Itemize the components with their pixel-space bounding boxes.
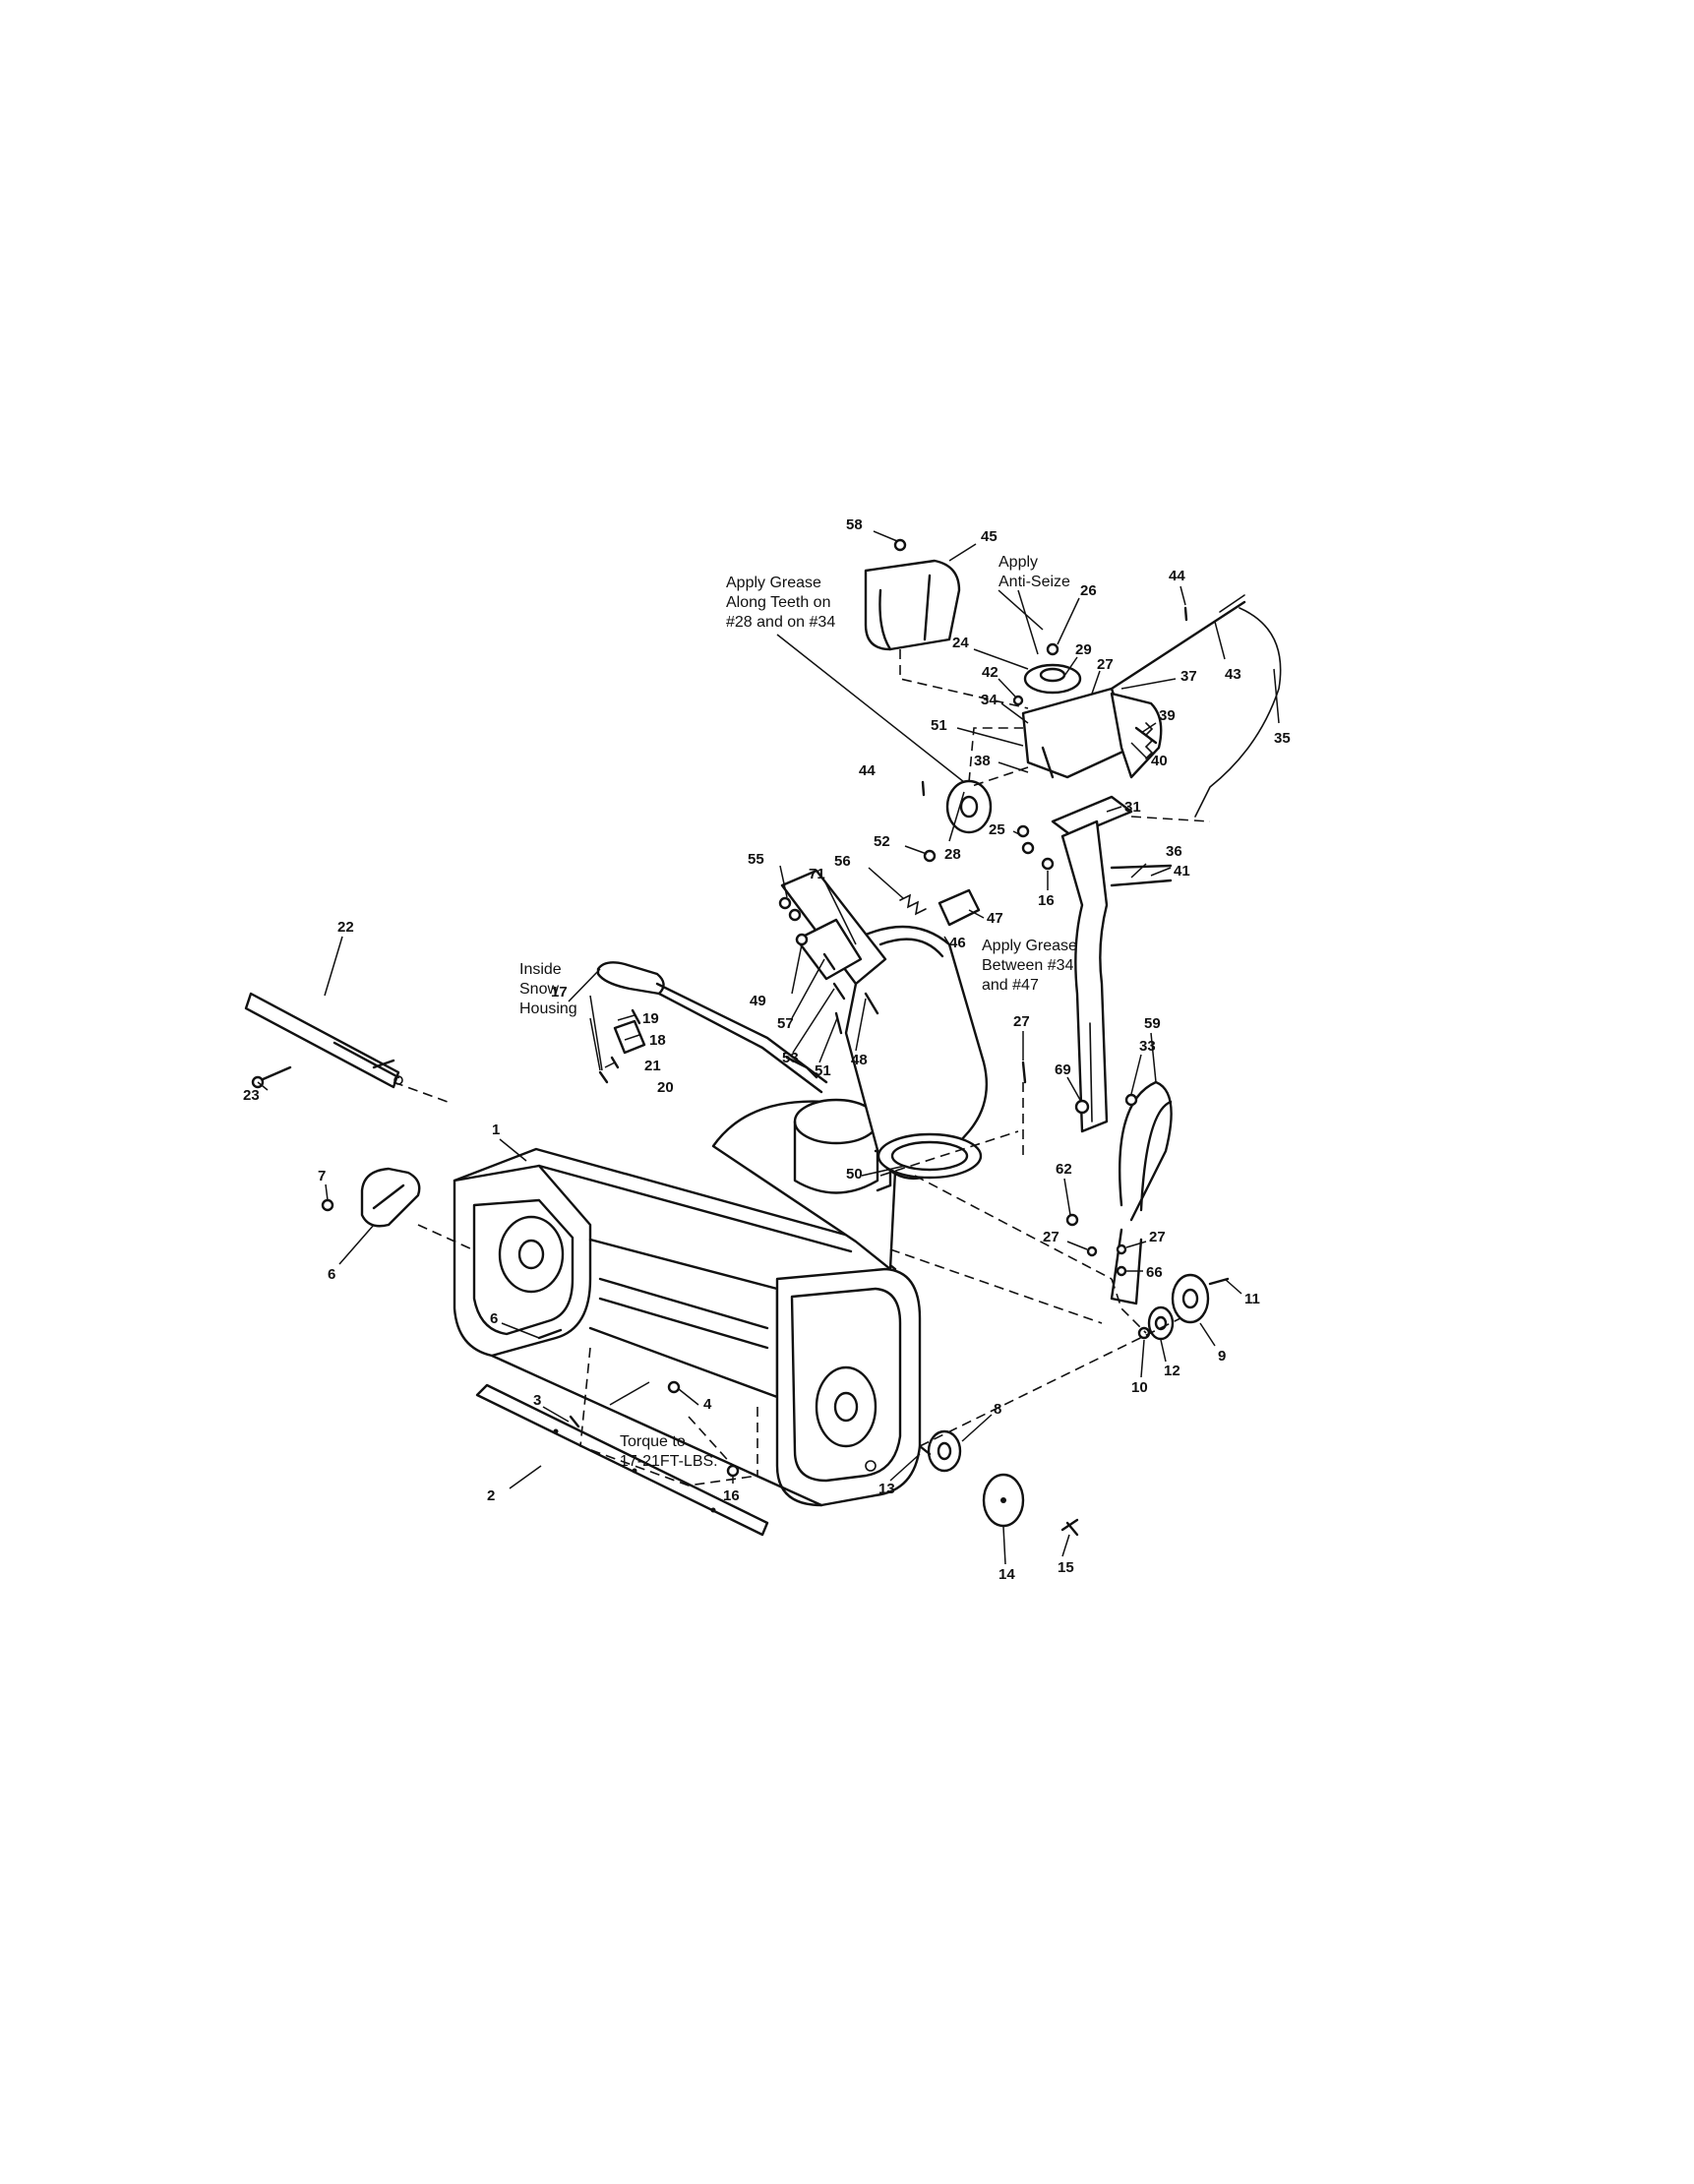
callout-27d: 27 (1149, 1229, 1166, 1245)
callout-38: 38 (974, 753, 991, 769)
callout-28: 28 (944, 846, 961, 863)
callout-25: 25 (989, 821, 1005, 838)
chute-crank (596, 961, 828, 1094)
callout-9: 9 (1218, 1348, 1226, 1365)
callout-34: 34 (981, 692, 998, 708)
callout-42: 42 (982, 664, 998, 681)
callout-51b: 51 (815, 1062, 831, 1079)
callout-20: 20 (657, 1079, 674, 1096)
callout-3: 3 (533, 1392, 541, 1409)
callout-12: 12 (1164, 1363, 1180, 1379)
hardware (251, 538, 1230, 1537)
callout-16: 16 (1038, 892, 1055, 909)
callout-27c: 27 (1043, 1229, 1059, 1245)
callout-39: 39 (1159, 707, 1176, 724)
callout-50: 50 (846, 1166, 863, 1183)
shave-plate (475, 1383, 769, 1537)
callout-4: 4 (703, 1396, 712, 1413)
discharge-chute (844, 559, 988, 1181)
shave-plate-rod (244, 992, 403, 1089)
callout-27b: 27 (1013, 1013, 1030, 1030)
callout-48: 48 (851, 1052, 868, 1068)
end-bearing (927, 1429, 1079, 1532)
note-torque: Torque to 17-21FT-LBS. (620, 1433, 718, 1470)
callout-14: 14 (998, 1566, 1015, 1583)
callout-16b: 16 (723, 1487, 740, 1504)
leader-lines (257, 530, 1280, 1565)
impeller-housing (711, 1098, 897, 1271)
assembly-lines (393, 649, 1211, 1486)
callout-8: 8 (994, 1401, 1001, 1418)
callout-45: 45 (981, 528, 998, 545)
crank-support-bracket (1060, 819, 1109, 1133)
callout-62: 62 (1056, 1161, 1072, 1178)
callout-37: 37 (1180, 668, 1197, 685)
callout-43: 43 (1225, 666, 1241, 683)
callout-66: 66 (1146, 1264, 1163, 1281)
callout-17: 17 (551, 984, 568, 1001)
callout-15: 15 (1058, 1559, 1074, 1576)
callout-36: 36 (1166, 843, 1182, 860)
bearing-flange (1147, 1273, 1210, 1341)
callout-59: 59 (1144, 1015, 1161, 1032)
callout-29: 29 (1075, 641, 1092, 658)
callout-6b: 6 (490, 1310, 498, 1327)
callout-27: 27 (1097, 656, 1114, 673)
callout-10: 10 (1131, 1379, 1148, 1396)
note-grease-between: Apply Grease Between #34 and #47 (982, 938, 1081, 994)
callout-numbers: 58 45 44 26 24 29 27 37 43 42 34 51 39 3… (243, 516, 1291, 1583)
callout-49: 49 (750, 993, 766, 1009)
callout-41: 41 (1174, 863, 1190, 880)
callout-7: 7 (318, 1168, 326, 1184)
callout-52: 52 (874, 833, 890, 850)
skid-shoe (360, 1167, 421, 1228)
callout-2: 2 (487, 1487, 495, 1504)
chute-control-assembly (945, 594, 1282, 887)
callout-1: 1 (492, 1122, 500, 1138)
callout-33: 33 (1139, 1038, 1156, 1055)
callout-40: 40 (1151, 753, 1168, 769)
annotation-notes: Apply Grease Along Teeth on #28 and on #… (519, 554, 1081, 1470)
callout-56: 56 (834, 853, 851, 870)
callout-69: 69 (1055, 1062, 1071, 1078)
callout-55: 55 (748, 851, 764, 868)
note-grease-teeth: Apply Grease Along Teeth on #28 and on #… (726, 575, 835, 631)
callout-24: 24 (952, 635, 969, 651)
callout-31: 31 (1124, 799, 1141, 816)
callout-35: 35 (1274, 730, 1291, 747)
callout-26: 26 (1080, 582, 1097, 599)
callout-19: 19 (642, 1010, 659, 1027)
callout-47: 47 (987, 910, 1003, 927)
callout-44b: 44 (859, 762, 876, 779)
callout-22: 22 (337, 919, 354, 936)
callout-21: 21 (644, 1058, 661, 1074)
note-anti-seize: Apply Anti-Seize (998, 554, 1070, 590)
callout-18: 18 (649, 1032, 666, 1049)
callout-23: 23 (243, 1087, 260, 1104)
callout-53: 53 (782, 1050, 799, 1066)
callout-51: 51 (931, 717, 947, 734)
callout-57: 57 (777, 1015, 794, 1032)
callout-71: 71 (809, 866, 825, 882)
callout-6: 6 (328, 1266, 335, 1283)
note-inside-housing: Inside Snow Housing (519, 961, 577, 1017)
callout-44: 44 (1169, 568, 1185, 584)
snow-housing (453, 1147, 922, 1507)
callout-11: 11 (1244, 1291, 1260, 1307)
callout-46: 46 (949, 935, 966, 951)
callout-13: 13 (878, 1481, 895, 1497)
callout-58: 58 (846, 516, 863, 533)
